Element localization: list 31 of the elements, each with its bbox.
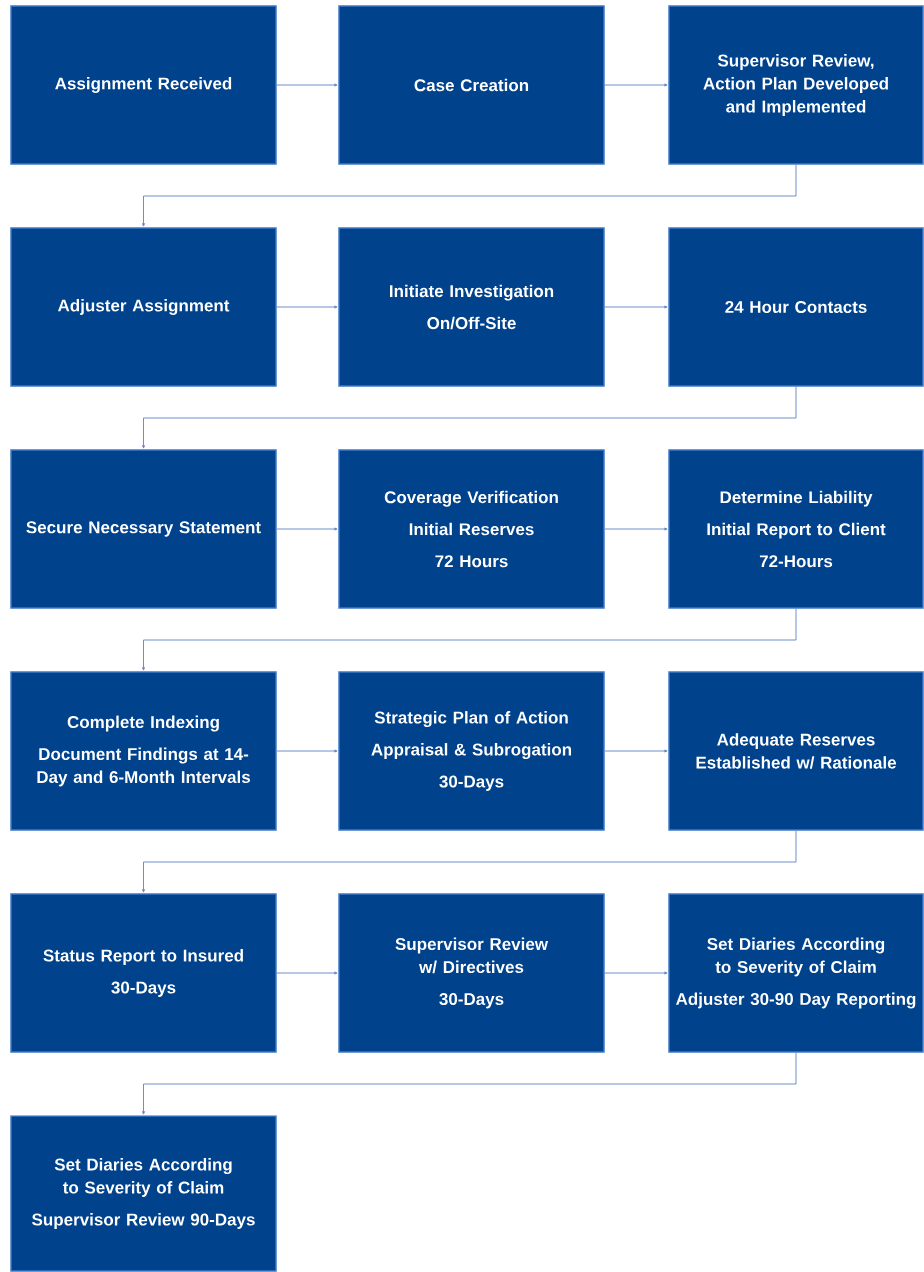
arrow: [142, 830, 797, 893]
process-box: Set Diaries According to Severity of Claim Supervisor Review 90-Days: [10, 1115, 277, 1272]
process-box: Supervisor Review, Action Plan Developed and Implemented: [668, 5, 924, 165]
process-box: Status Report to Insured 30-Days: [10, 893, 277, 1053]
process-box: Adjuster Assignment: [10, 227, 277, 387]
arrow: [276, 305, 338, 309]
process-box: Initiate Investigation On/Off-Site: [338, 227, 605, 387]
arrow: [142, 608, 797, 671]
process-box: Strategic Plan of Action Appraisal & Subrogation 30-Days: [338, 671, 605, 831]
arrow: [604, 971, 668, 975]
process-box: Secure Necessary Statement: [10, 449, 277, 609]
process-box: Adequate Reserves Established w/ Rationale: [668, 671, 924, 831]
arrow: [604, 749, 668, 753]
arrow: [276, 749, 338, 753]
process-box: Case Creation: [338, 5, 605, 165]
arrow: [604, 305, 668, 309]
arrow: [142, 386, 797, 449]
arrow: [604, 527, 668, 531]
process-box: Supervisor Review w/ Directives 30-Days: [338, 893, 605, 1053]
process-box: Complete Indexing Document Findings at 14-Day and 6-Month Intervals: [10, 671, 277, 831]
arrow: [142, 1052, 797, 1115]
arrow: [276, 83, 338, 87]
arrow: [142, 164, 797, 227]
process-box: Determine Liability Initial Report to Client 72-Hours: [668, 449, 924, 609]
arrow: [604, 83, 668, 87]
arrow: [276, 527, 338, 531]
arrow: [276, 971, 338, 975]
process-box: Assignment Received: [10, 5, 277, 165]
process-box: Coverage Verification Initial Reserves 72 Hours: [338, 449, 605, 609]
process-box: Set Diaries According to Severity of Claim Adjuster 30-90 Day Reporting: [668, 893, 924, 1053]
process-box: 24 Hour Contacts: [668, 227, 924, 387]
